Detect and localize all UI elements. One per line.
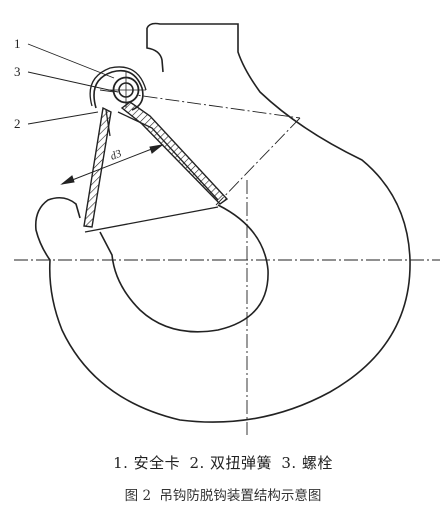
hook-shank-top	[146, 22, 239, 29]
figure-title: 吊钩防脱钩装置结构示意图	[159, 488, 322, 504]
figure-number: 图 2	[124, 488, 152, 504]
callout-1: 1	[14, 36, 21, 51]
hook-body	[34, 28, 411, 423]
dimension-label: d3	[109, 147, 124, 162]
legend-item-torsion-spring: 2. 双扭弹簧	[189, 454, 273, 472]
dimension-d3: d3	[60, 144, 164, 185]
callout-2: 2	[14, 116, 21, 131]
latch-head	[93, 69, 144, 111]
callout-3: 3	[14, 64, 21, 79]
parts-legend: 1. 安全卡 2. 双扭弹簧 3. 螺栓	[0, 452, 446, 473]
center-lines	[14, 89, 440, 435]
legend-item-safety-latch: 1. 安全卡	[113, 454, 181, 472]
safety-latch	[83, 106, 112, 228]
callout-leaders	[27, 43, 119, 125]
figure-caption: 图 2 吊钩防脱钩装置结构示意图	[0, 484, 446, 504]
legend-item-bolt: 3. 螺栓	[281, 454, 333, 472]
torsion-spring	[89, 66, 219, 201]
throat-opening-line	[84, 206, 219, 233]
hook-throat	[99, 204, 269, 333]
hook-diagram: d3 1 3 2	[14, 22, 440, 435]
tip-axis-line	[215, 117, 301, 206]
